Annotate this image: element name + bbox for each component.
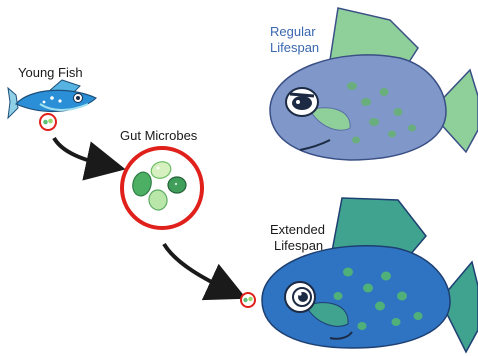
young-fish-icon	[8, 80, 96, 118]
extended-fish-icon	[262, 198, 478, 352]
arrow-icon	[164, 244, 232, 292]
regular-fish-icon	[270, 8, 478, 160]
young-fish-microbe-highlight	[40, 114, 56, 130]
arrow-icon	[54, 138, 110, 166]
extended-fish-microbe-highlight	[241, 293, 255, 307]
gut-microbes-icon	[122, 148, 202, 228]
